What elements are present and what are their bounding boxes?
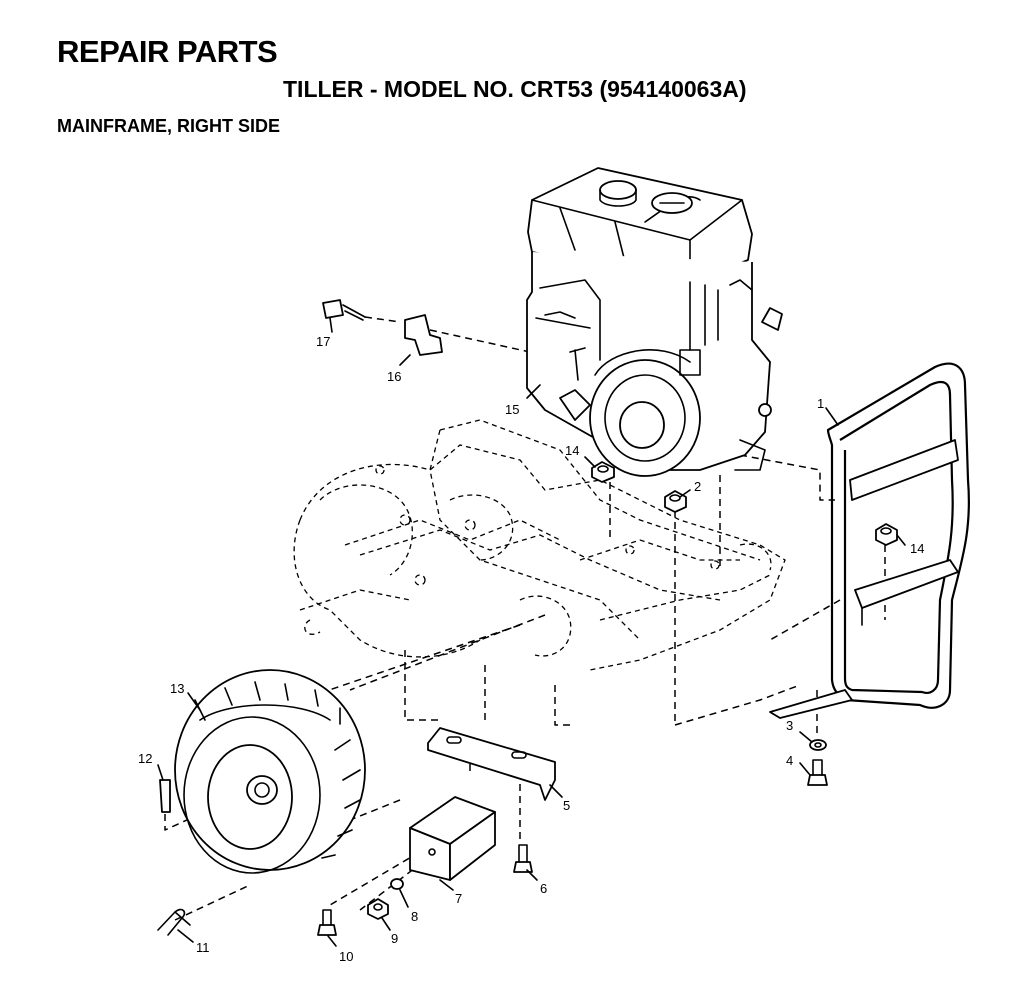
bumper-part-1 [769,362,970,719]
callout-11: 11 [196,940,210,955]
nut-part-14-left [591,461,615,483]
callout-1: 1 [817,396,824,411]
callout-16: 16 [387,369,401,384]
callout-10: 10 [339,949,353,964]
wheel-part-13 [174,669,366,874]
callout-2: 2 [694,479,701,494]
bolt-part-17 [322,299,366,321]
bolt-part-4 [807,759,828,786]
washer-part-3 [809,739,827,751]
engine-part-15 [526,167,783,477]
clevis-pin-part-12 [159,779,171,813]
page-title: REPAIR PARTS [57,34,278,69]
callout-9: 9 [391,931,398,946]
callout-4: 4 [786,753,793,768]
nut-part-14-right [875,523,898,546]
hairpin-clip-part-11 [157,908,191,936]
callout-14-right: 14 [910,541,924,556]
nut-part-9 [367,898,389,920]
shield-part-7 [409,796,496,881]
callout-leaders [157,317,906,947]
section-title: MAINFRAME, RIGHT SIDE [57,116,280,136]
callout-6: 6 [540,881,547,896]
mainframe-phantom [293,419,786,671]
callout-8: 8 [411,909,418,924]
callout-17: 17 [316,334,330,349]
model-subtitle: TILLER - MODEL NO. CRT53 (954140063A) [283,76,747,102]
callout-15: 15 [505,402,519,417]
callout-13: 13 [170,681,184,696]
bracket-part-5 [427,727,556,801]
bolt-part-10 [317,909,337,936]
callout-3: 3 [786,718,793,733]
callout-5: 5 [563,798,570,813]
bracket-part-16 [404,314,443,356]
bolt-part-6 [513,844,533,873]
callout-14-left: 14 [565,443,579,458]
lock-washer-part-8 [390,878,404,890]
callout-12: 12 [138,751,152,766]
callout-labels: 1 2 3 4 5 6 7 8 9 10 11 12 13 14 14 15 1… [138,334,924,964]
callout-7: 7 [455,891,462,906]
